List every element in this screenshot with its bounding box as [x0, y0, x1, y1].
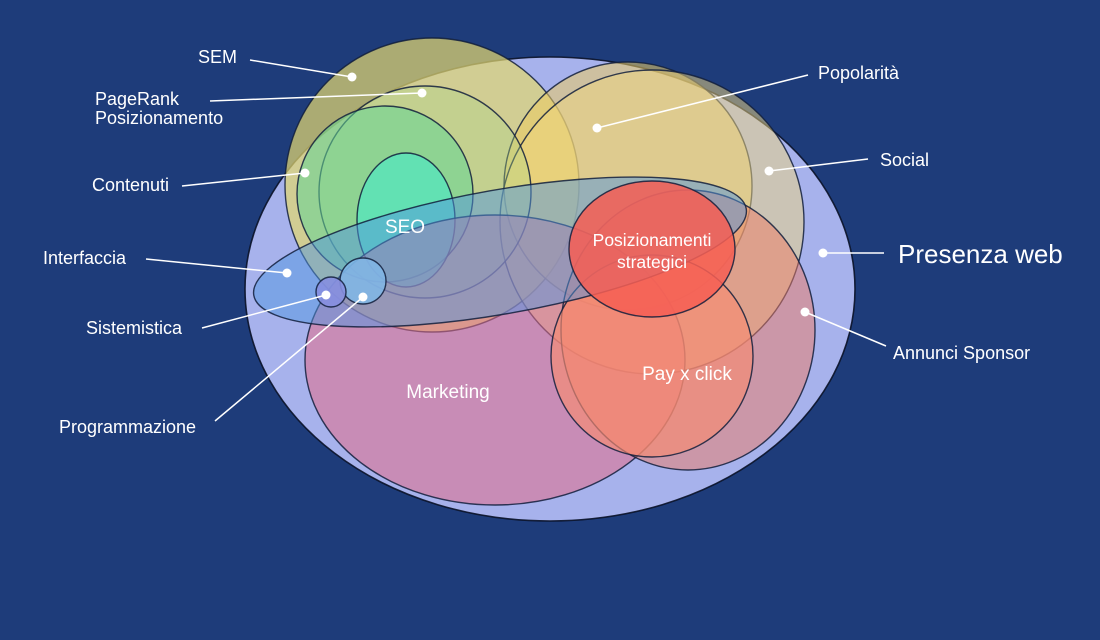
pagerank-dot: [417, 88, 427, 98]
sistemistica-dot: [321, 290, 331, 300]
social-label: Social: [880, 150, 929, 170]
annunci-sponsor-label: Annunci Sponsor: [893, 343, 1030, 363]
posizionamenti-label-line1: Posizionamenti: [593, 230, 712, 250]
programmazione-label: Programmazione: [59, 417, 196, 437]
programmazione-leader-line: [214, 296, 364, 422]
social-leader-line: [768, 158, 869, 172]
interfaccia-leader-line: [145, 258, 288, 274]
sem-leader-line: [249, 59, 353, 78]
region-shapes: [244, 37, 856, 522]
leader-dots: [282, 72, 828, 317]
pagerank-label-line1: PageRank: [95, 89, 180, 109]
social-dot: [764, 166, 774, 176]
posizionamenti-strategici-region: [568, 180, 736, 318]
sem-dot: [347, 72, 357, 82]
programmazione-dot: [358, 292, 368, 302]
presenza-web-dot: [818, 248, 828, 258]
marketing-label: Marketing: [406, 382, 489, 403]
contenuti-leader-line: [181, 172, 306, 187]
pagerank-label-line2: Posizionamento: [95, 108, 223, 128]
annunci-sponsor-dot: [800, 307, 810, 317]
pagerank-leader-line: [209, 92, 423, 102]
interfaccia-dot: [282, 268, 292, 278]
sistemistica-region: [315, 276, 347, 308]
contenuti-dot: [300, 168, 310, 178]
pay-x-click-label: Pay x click: [642, 364, 732, 385]
inner-labels: SEO Marketing Pay x click Posizionamenti…: [385, 217, 732, 403]
annunci-sponsor-leader-line: [804, 311, 887, 347]
sem-label: SEM: [198, 47, 237, 67]
seo-label: SEO: [385, 217, 425, 238]
popolarita-leader-line: [596, 74, 809, 129]
presenza-web-label: Presenza web: [898, 239, 1063, 269]
contenuti-label: Contenuti: [92, 175, 169, 195]
popolarita-label: Popolarità: [818, 63, 900, 83]
interfaccia-label: Interfaccia: [43, 248, 127, 268]
callout-labels: SEM PageRank Posizionamento Contenuti In…: [43, 47, 1063, 437]
posizionamenti-label-line2: strategici: [617, 252, 687, 272]
popolarita-dot: [592, 123, 602, 133]
sistemistica-leader-line: [201, 294, 327, 329]
sistemistica-label: Sistemistica: [86, 318, 183, 338]
leader-lines: [145, 59, 887, 422]
